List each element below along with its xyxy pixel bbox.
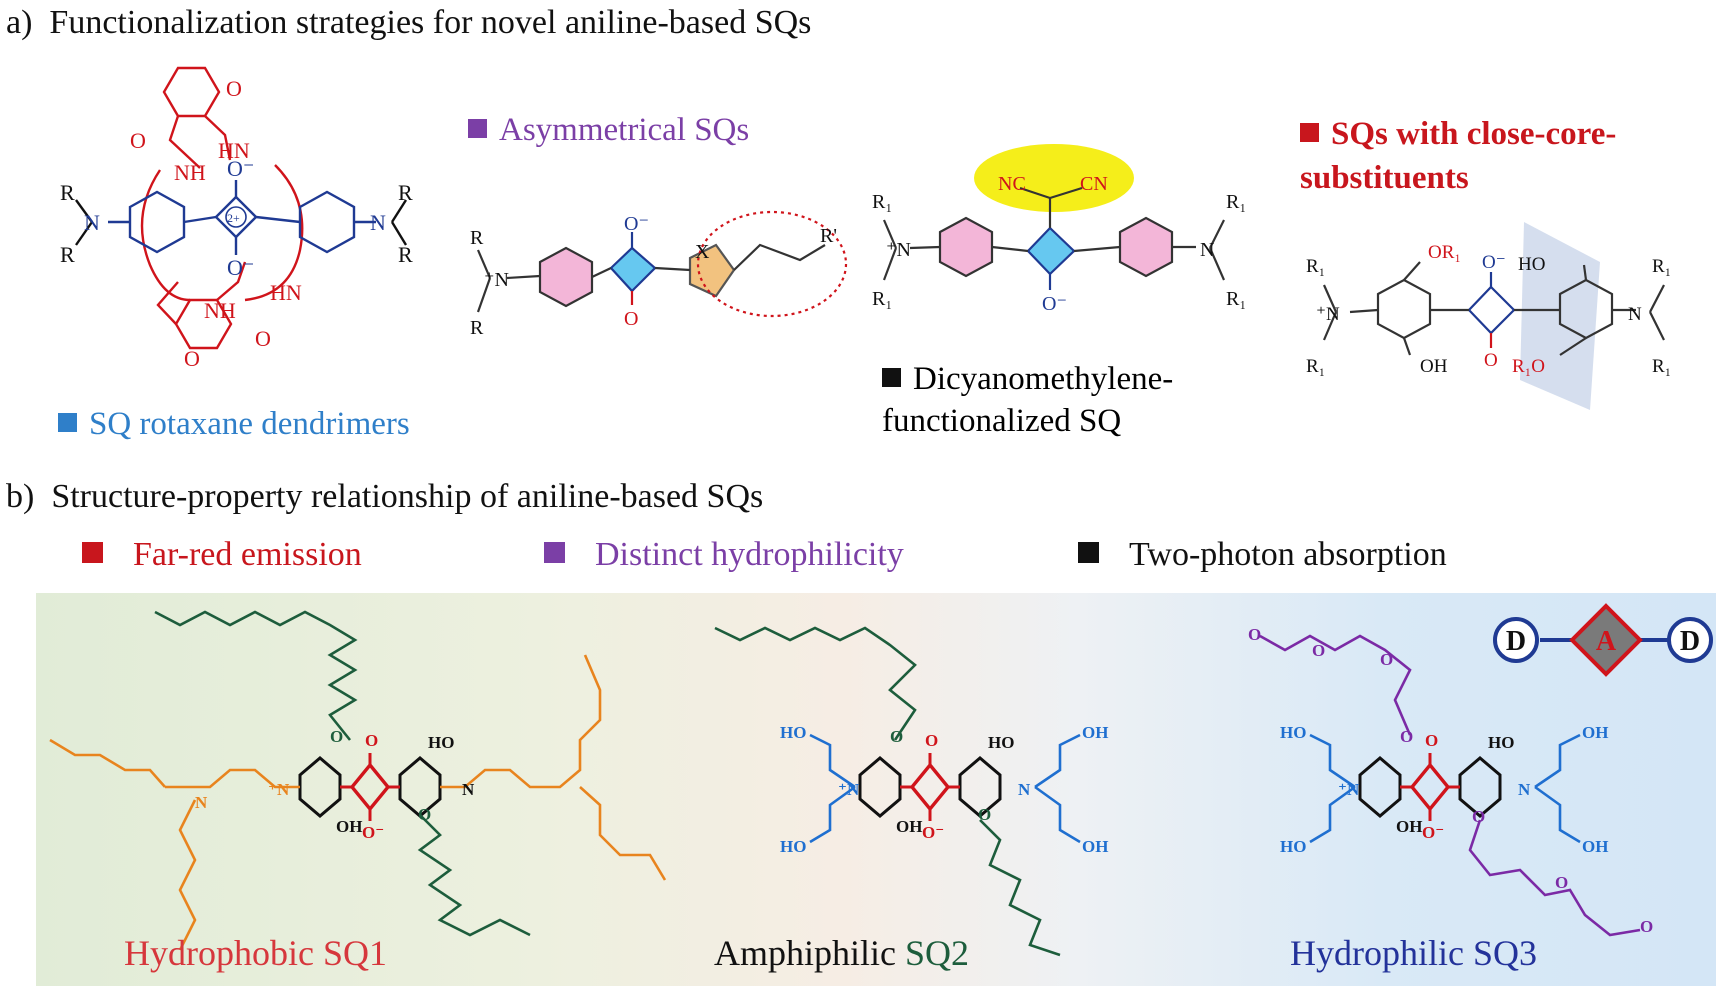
category-closecore-text-1: SQs with close-core- xyxy=(1331,116,1617,152)
r-label: R xyxy=(60,242,75,267)
category-rotaxane-text: SQ rotaxane dendrimers xyxy=(89,406,410,442)
property-two-photon: Two-photon absorption xyxy=(1078,536,1447,574)
caption-sq3-prefix: Hydrophilic xyxy=(1290,933,1473,973)
amide-o-label: O xyxy=(255,326,271,351)
r1-label: R₁ xyxy=(1306,356,1325,377)
square-marker-icon xyxy=(468,119,487,138)
amide-hn-label: HN xyxy=(218,138,250,163)
iminium-label: ⁺N xyxy=(886,239,911,261)
r-label: R xyxy=(398,242,413,267)
category-asymmetrical: Asymmetrical SQs xyxy=(468,112,749,149)
dicyano-sq-structure: NC CN ⁺N N R₁ R₁ R₁ R₁ O⁻ xyxy=(872,144,1246,315)
caption-sq2: Amphiphilic SQ2 xyxy=(714,932,969,974)
alkoxy-or1-label: OR₁ xyxy=(1428,242,1461,263)
amide-o-label: O xyxy=(184,346,200,371)
r1-label: R₁ xyxy=(872,191,892,213)
r1-label: R₁ xyxy=(872,288,892,310)
caption-sq3-name: SQ3 xyxy=(1472,933,1538,973)
r-label: R xyxy=(470,317,484,339)
r1-label: R₁ xyxy=(1652,356,1671,377)
caption-sq1-name: SQ1 xyxy=(322,933,387,973)
alkoxy-r1o-label: R₁O xyxy=(1512,356,1545,377)
iminium-label: ⁺N xyxy=(1316,304,1340,325)
oxide-label: O⁻ xyxy=(1042,293,1067,315)
r1-label: R₁ xyxy=(1652,256,1671,277)
r1-label: R₁ xyxy=(1226,288,1246,310)
closecore-sq-structure: R₁ R₁ R₁ R₁ ⁺N N OR₁ HO OH R₁O O⁻ O xyxy=(1306,222,1671,410)
property-hydrophilicity: Distinct hydrophilicity xyxy=(544,536,904,574)
category-dicyano: Dicyanomethylene- functionalized SQ xyxy=(882,358,1173,442)
amine-n-label: N xyxy=(1628,304,1642,325)
square-marker-icon xyxy=(82,542,103,563)
caption-sq1-prefix: Hydrophobic xyxy=(124,933,323,973)
panel-a-title: Functionalization strategies for novel a… xyxy=(49,4,812,41)
category-rotaxane: SQ rotaxane dendrimers xyxy=(58,406,410,443)
amide-hn-label: HN xyxy=(270,280,302,305)
panel-b-background xyxy=(36,593,1716,986)
panel-b-title-row: b) Structure-property relationship of an… xyxy=(6,478,763,516)
square-marker-icon xyxy=(1300,123,1319,142)
panel-a-label: a) xyxy=(6,4,33,41)
dication-label: 2+ xyxy=(227,211,240,225)
category-dicyano-text-2: functionalized SQ xyxy=(882,403,1122,439)
square-marker-icon xyxy=(882,368,901,387)
caption-sq1: Hydrophobic SQ1 xyxy=(124,932,387,974)
panel-b-label: b) xyxy=(6,478,35,515)
panel-a-structures: O O NH HN HN NH O O O⁻ O⁻ N N 2+ R R R R xyxy=(60,66,1671,410)
rotaxane-structure: O O NH HN HN NH O O O⁻ O⁻ N N 2+ R R R R xyxy=(60,66,413,371)
caption-sq2-prefix: Amphiphilic xyxy=(714,933,905,973)
r1-label: R₁ xyxy=(1226,191,1246,213)
caption-sq2-name: SQ2 xyxy=(905,933,970,973)
amine-n-label: N xyxy=(84,210,100,235)
category-closecore-text-2: substituents xyxy=(1300,160,1469,196)
asymmetrical-sq-structure: R R ⁺N O⁻ O X R' xyxy=(470,210,848,339)
amine-n-label: N xyxy=(370,210,386,235)
amide-nh-label: NH xyxy=(174,160,206,185)
property-far-red-text: Far-red emission xyxy=(133,536,362,573)
nitrile-nc-label: NC xyxy=(998,173,1026,195)
r-prime-label: R' xyxy=(820,225,837,247)
r-label: R xyxy=(60,180,75,205)
amide-o-label: O xyxy=(226,76,242,101)
amine-n-label: N xyxy=(1200,239,1214,261)
oxide-label: O⁻ xyxy=(227,255,255,280)
category-closecore: SQs with close-core- substituents xyxy=(1300,112,1616,200)
panel-b-title: Structure-property relationship of anili… xyxy=(51,478,764,515)
nitrile-cn-label: CN xyxy=(1080,173,1108,195)
carbonyl-o-label: O xyxy=(624,308,638,330)
hydroxyl-oh-label: OH xyxy=(1420,356,1448,377)
category-dicyano-text-1: Dicyanomethylene- xyxy=(913,361,1174,397)
caption-sq3: Hydrophilic SQ3 xyxy=(1290,932,1537,974)
hydroxyl-ho-label: HO xyxy=(1518,254,1545,275)
property-hydrophilicity-text: Distinct hydrophilicity xyxy=(595,536,904,573)
category-asymmetrical-text: Asymmetrical SQs xyxy=(499,112,750,148)
square-marker-icon xyxy=(58,413,77,432)
oxide-label: O⁻ xyxy=(624,213,649,235)
heteroatom-x-label: X xyxy=(695,241,710,263)
property-two-photon-text: Two-photon absorption xyxy=(1129,536,1447,573)
square-marker-icon xyxy=(1078,542,1099,563)
iminium-label: ⁺N xyxy=(484,269,509,291)
amide-nh-label: NH xyxy=(204,298,236,323)
property-far-red: Far-red emission xyxy=(82,536,362,574)
carbonyl-o-label: O xyxy=(1484,350,1498,371)
oxide-label: O⁻ xyxy=(227,156,255,181)
r1-label: R₁ xyxy=(1306,256,1325,277)
amide-o-label: O xyxy=(130,128,146,153)
panel-a-title-row: a) Functionalization strategies for nove… xyxy=(6,4,811,42)
oxide-label: O⁻ xyxy=(1482,252,1506,273)
r-label: R xyxy=(470,227,484,249)
r-label: R xyxy=(398,180,413,205)
square-marker-icon xyxy=(544,542,565,563)
